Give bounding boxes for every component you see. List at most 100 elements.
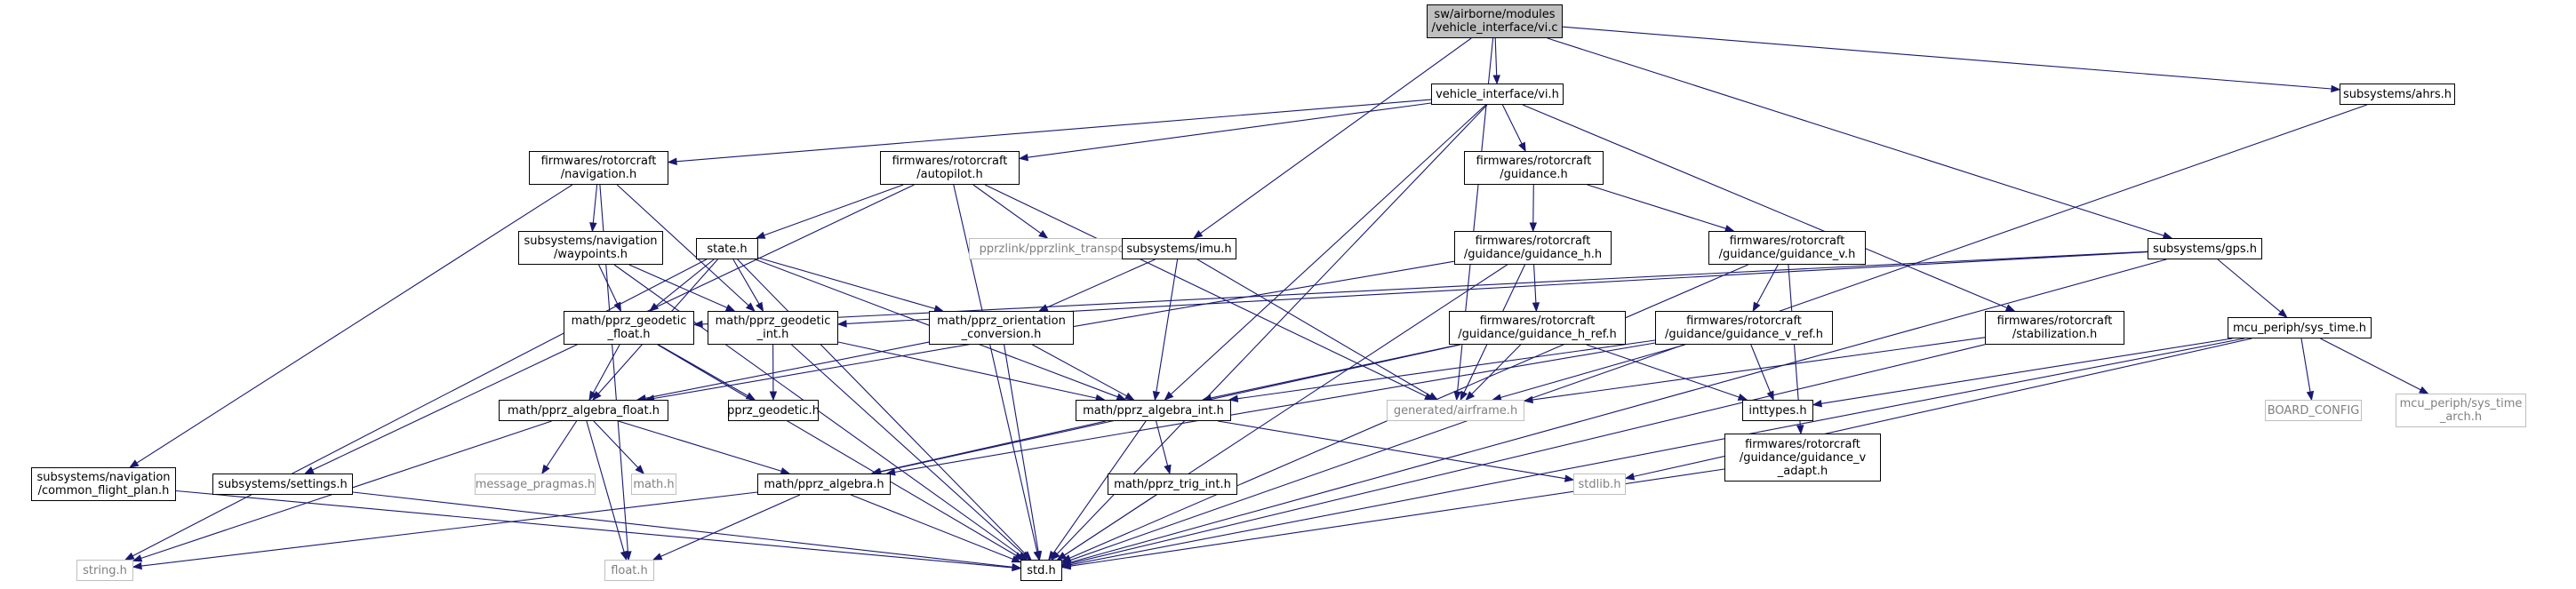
arrowhead-state_h-to-pprz_geodetic_float_h [649, 302, 660, 312]
edge-pprz_geodetic_float_h-to-pprz_geodetic_h [658, 344, 748, 396]
edge-sys_time_h-to-inttypes_h [1820, 338, 2233, 404]
node-guidance-v-ref-h[interactable]: firmwares/rotorcraft /guidance/guidance_… [1655, 311, 1833, 345]
edge-vi_c-to-ahrs_h [1562, 26, 2332, 90]
edge-pprz_algebra_h-to-float_h [660, 494, 801, 557]
edge-pprz_orientation_conversion_h-to-pprz_algebra_int_h [1032, 344, 1127, 397]
node-guidance-h[interactable]: firmwares/rotorcraft /guidance.h [1464, 151, 1604, 185]
edge-guidance_h_h-to-guidance_h_ref_h [1533, 264, 1537, 304]
edge-pprz_algebra_int_h-to-std_h [1052, 420, 1147, 553]
edge-vi_h-to-autopilot_h [1027, 102, 1432, 158]
edge-autopilot_h-to-std_h [953, 184, 1038, 553]
node-guidance-h-ref-h[interactable]: firmwares/rotorcraft /guidance/guidance_… [1449, 311, 1626, 345]
edge-pprz_algebra_h-to-std_h [850, 494, 1013, 560]
edge-sys_time_h-to-board_config [2300, 338, 2311, 393]
node-common-flight-plan-h[interactable]: subsystems/navigation /common_flight_pla… [31, 467, 176, 501]
arrowhead-pprz_trig_int_h-to-std_h [1056, 552, 1068, 561]
edge-state_h-to-pprz_geodetic_float_h [655, 259, 715, 306]
node-waypoints-h[interactable]: subsystems/navigation /waypoints.h [518, 231, 663, 265]
arrowhead-guidance_v_h-to-guidance_v_adapt_h [1796, 425, 1804, 435]
edge-stabilization_h-to-airframe_h [1532, 337, 1986, 401]
arrowhead-autopilot_h-to-state_h [755, 231, 766, 239]
node-pprz-geodetic-float-h[interactable]: math/pprz_geodetic _float.h [564, 311, 694, 345]
edge-pprz_orientation_conversion_h-to-pprz_algebra_float_h [644, 341, 930, 399]
arrowhead-sys_time_h-to-sys_time_arch_h [2419, 386, 2429, 394]
node-stabilization-h[interactable]: firmwares/rotorcraft /stabilization.h [1985, 311, 2124, 345]
node-pprz-trig-int-h[interactable]: math/pprz_trig_int.h [1108, 474, 1237, 495]
node-pprz-geodetic-int-h[interactable]: math/pprz_geodetic _int.h [708, 311, 838, 345]
node-gps-h[interactable]: subsystems/gps.h [2148, 238, 2262, 259]
node-guidance-h-h[interactable]: firmwares/rotorcraft /guidance/guidance_… [1454, 231, 1612, 265]
node-ahrs-h[interactable]: subsystems/ahrs.h [2340, 84, 2455, 105]
arrowhead-gps_h-to-pprz_geodetic_int_h [836, 320, 847, 328]
arrowhead-guidance_h_h-to-guidance_h_ref_h [1532, 302, 1540, 313]
node-navigation-h[interactable]: firmwares/rotorcraft /navigation.h [529, 151, 668, 185]
edge-pprz_algebra_float_h-to-pprz_algebra_h [618, 420, 782, 472]
node-state-h[interactable]: state.h [696, 238, 758, 259]
root-file-vi-c: sw/airborne/modules /vehicle_interface/v… [1427, 4, 1563, 38]
node-float-h: float.h [604, 560, 654, 581]
node-inttypes-h[interactable]: inttypes.h [1742, 400, 1813, 421]
arrowhead-pprz_geodetic_int_h-to-pprz_geodetic_h [769, 391, 778, 402]
arrowhead-navigation_h-to-common_flight_plan_h [129, 459, 140, 468]
edge-vi_h-to-pprz_algebra_int_h [1170, 104, 1486, 395]
node-std-h[interactable]: std.h [1020, 560, 1062, 581]
node-autopilot-h[interactable]: firmwares/rotorcraft /autopilot.h [880, 151, 1020, 185]
edge-state_h-to-std_h [737, 259, 1026, 554]
node-pprz-algebra-int-h[interactable]: math/pprz_algebra_int.h [1076, 400, 1231, 421]
arrowhead-imu_h-to-pprz_orientation_conversion_h [1037, 304, 1049, 312]
edge-vi_c-to-gps_h [1547, 37, 2164, 236]
arrowhead-stabilization_h-to-airframe_h [1523, 395, 1534, 404]
arrowhead-pprz_algebra_float_h-to-string_h [132, 554, 143, 562]
edge-pprz_geodetic_int_h-to-pprz_algebra_int_h [837, 341, 1097, 399]
node-pprz-orientation-conversion-h[interactable]: math/pprz_orientation _conversion.h [929, 311, 1074, 345]
edge-guidance_v_ref_h-to-pprz_algebra_int_h [1237, 339, 1656, 400]
edge-waypoints_h-to-pprz_geodetic_int_h [628, 264, 728, 308]
arrowhead-autopilot_h-to-settings_h [304, 466, 315, 474]
arrowhead-guidance_h-to-guidance_h_h [1529, 222, 1538, 233]
arrowhead-pprz_algebra_h-to-string_h [132, 561, 142, 570]
node-message-pragmas-h: message_pragmas.h [475, 474, 596, 495]
edge-guidance_v_ref_h-to-pprz_algebra_h [894, 342, 1656, 474]
edge-imu_h-to-pprz_orientation_conversion_h [1046, 259, 1156, 308]
node-imu-h[interactable]: subsystems/imu.h [1122, 238, 1236, 259]
edge-waypoints_h-to-pprz_geodetic_float_h [598, 264, 618, 305]
arrowhead-state_h-to-string_h [124, 552, 135, 561]
arrowhead-vi_c-to-vi_h [1492, 75, 1500, 85]
arrowhead-pprz_algebra_int_h-to-stdlib_h [1564, 474, 1575, 482]
edge-guidance_v_h-to-guidance_v_ref_h [1756, 264, 1779, 305]
arrowhead-pprz_orientation_conversion_h-to-std_h [1034, 550, 1043, 561]
edge-stabilization_h-to-std_h [1069, 344, 1986, 564]
edge-gps_h-to-pprz_geodetic_float_h [701, 251, 2148, 325]
edge-navigation_h-to-pprz_geodetic_int_h [616, 184, 749, 306]
arrowhead-guidance_h_ref_h-to-airframe_h [1465, 391, 1476, 401]
edge-pprz_algebra_int_h-to-pprz_trig_int_h [1156, 420, 1169, 466]
node-guidance-v-h[interactable]: firmwares/rotorcraft /guidance/guidance_… [1708, 231, 1866, 265]
edge-vi_h-to-stabilization_h [1522, 104, 2008, 309]
arrowhead-sys_time_h-to-inttypes_h [1812, 399, 1823, 408]
edge-pprz_algebra_float_h-to-message_pragmas_h [546, 420, 578, 467]
arrowhead-pprz_algebra_float_h-to-math_h [635, 465, 645, 474]
edge-autopilot_h-to-pprzlink_transport_h [972, 184, 1042, 235]
arrowhead-navigation_h-to-waypoints_h [589, 222, 597, 233]
arrowhead-vi_h-to-pprz_algebra_int_h [1164, 391, 1174, 401]
node-sys-time-h[interactable]: mcu_periph/sys_time.h [2228, 317, 2372, 338]
node-board-config: BOARD_CONFIG [2265, 400, 2362, 421]
edge-navigation_h-to-waypoints_h [592, 184, 598, 224]
arrowhead-guidance_v_ref_h-to-pprz_algebra_int_h [1228, 394, 1239, 402]
node-vi-h[interactable]: vehicle_interface/vi.h [1431, 84, 1564, 105]
arrowhead-guidance_h_h-to-airframe_h [1460, 390, 1468, 402]
node-pprz-algebra-h[interactable]: math/pprz_algebra.h [757, 474, 891, 495]
arrowhead-sys_time_h-to-board_config [2306, 390, 2315, 402]
node-pprz-algebra-float-h[interactable]: math/pprz_algebra_float.h [499, 400, 668, 421]
edge-guidance_v_h-to-guidance_v_adapt_h [1788, 264, 1801, 426]
arrowhead-pprz_algebra_int_h-to-std_h [1048, 550, 1057, 561]
node-guidance-v-adapt-h[interactable]: firmwares/rotorcraft /guidance/guidance_… [1724, 434, 1881, 482]
edge-pprz_geodetic_int_h-to-std_h [791, 344, 1024, 555]
node-pprz-geodetic-h[interactable]: pprz_geodetic.h [727, 400, 820, 421]
edge-state_h-to-pprz_orientation_conversion_h [757, 257, 936, 310]
arrowhead-vi_h-to-guidance_h [1518, 141, 1526, 153]
node-sys-time-arch-h: mcu_periph/sys_time _arch.h [2396, 394, 2526, 427]
arrowhead-pprz_algebra_float_h-to-message_pragmas_h [541, 464, 550, 475]
node-settings-h[interactable]: subsystems/settings.h [212, 474, 353, 495]
